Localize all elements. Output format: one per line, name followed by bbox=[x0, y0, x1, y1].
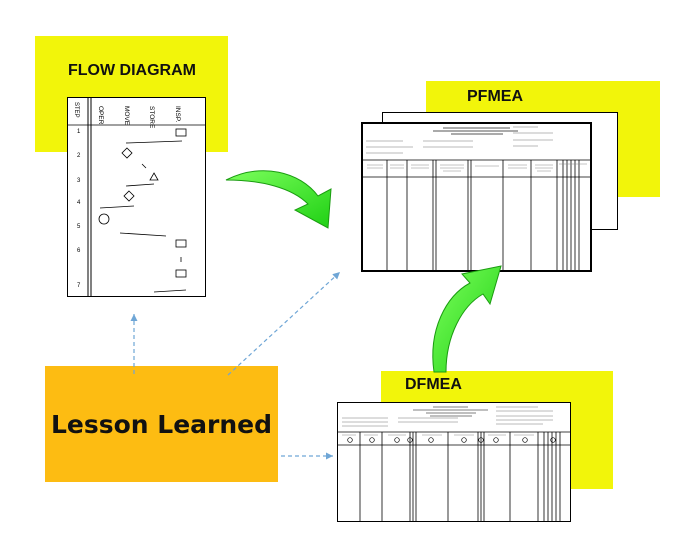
pfmea-form bbox=[361, 122, 592, 272]
flow-diagram-title: FLOW DIAGRAM bbox=[68, 62, 196, 79]
dfmea-form bbox=[337, 402, 571, 522]
lesson-learned-label: Lesson Learned bbox=[50, 409, 273, 439]
flow-step-5: 5 bbox=[77, 224, 81, 230]
flow-step-7: 7 bbox=[77, 283, 81, 289]
lesson-learned-box: Lesson Learned bbox=[45, 366, 278, 482]
dfmea-to-pfmea-arrow bbox=[432, 265, 502, 373]
dfmea-title: DFMEA bbox=[405, 376, 462, 393]
flow-to-pfmea-arrow bbox=[225, 170, 332, 229]
flow-step-1: 1 bbox=[77, 129, 81, 135]
flow-col-insp: INSP. bbox=[174, 106, 181, 122]
lesson-to-pfmea-arrow bbox=[227, 271, 341, 376]
pfmea-title: PFMEA bbox=[467, 88, 523, 105]
flow-col-move: MOVE bbox=[123, 106, 130, 126]
flow-col-step: STEP bbox=[73, 102, 79, 118]
flow-step-6: 6 bbox=[77, 248, 81, 254]
flow-diagram-document: STEP OPER MOVE STORE INSP. 1 2 3 4 5 6 7 bbox=[67, 97, 206, 297]
flow-step-3: 3 bbox=[77, 178, 81, 184]
flow-col-oper: OPER bbox=[97, 106, 104, 125]
pfmea-form-lines bbox=[363, 126, 590, 270]
flow-col-store: STORE bbox=[148, 106, 155, 129]
flow-diagram-sheet: STEP OPER MOVE STORE INSP. 1 2 3 4 5 6 7 bbox=[68, 98, 205, 296]
dfmea-form-lines bbox=[338, 406, 570, 521]
flow-step-2: 2 bbox=[77, 153, 81, 159]
flow-step-4: 4 bbox=[77, 200, 81, 206]
